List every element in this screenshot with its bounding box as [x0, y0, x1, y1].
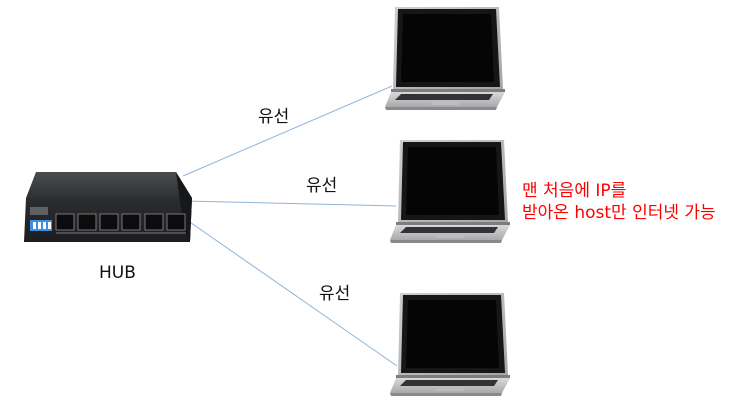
link-line-1: [182, 85, 393, 177]
laptop-1: [385, 7, 505, 110]
link-line-3: [183, 217, 398, 367]
note-line-2: 받아온 host만 인터넷 가능: [522, 203, 716, 223]
link-label-1: 유선: [258, 107, 290, 127]
hub-label: HUB: [99, 263, 136, 283]
link-label-2: 유선: [306, 176, 338, 196]
link-label-3: 유선: [319, 284, 351, 304]
internet-access-note: 맨 처음에 IP를 받아온 host만 인터넷 가능: [522, 180, 716, 224]
laptop-2: [390, 140, 510, 243]
link-line-2: [184, 200, 397, 207]
note-line-1: 맨 처음에 IP를: [522, 181, 627, 201]
hub-device: [24, 172, 192, 242]
laptop-3: [390, 293, 510, 396]
